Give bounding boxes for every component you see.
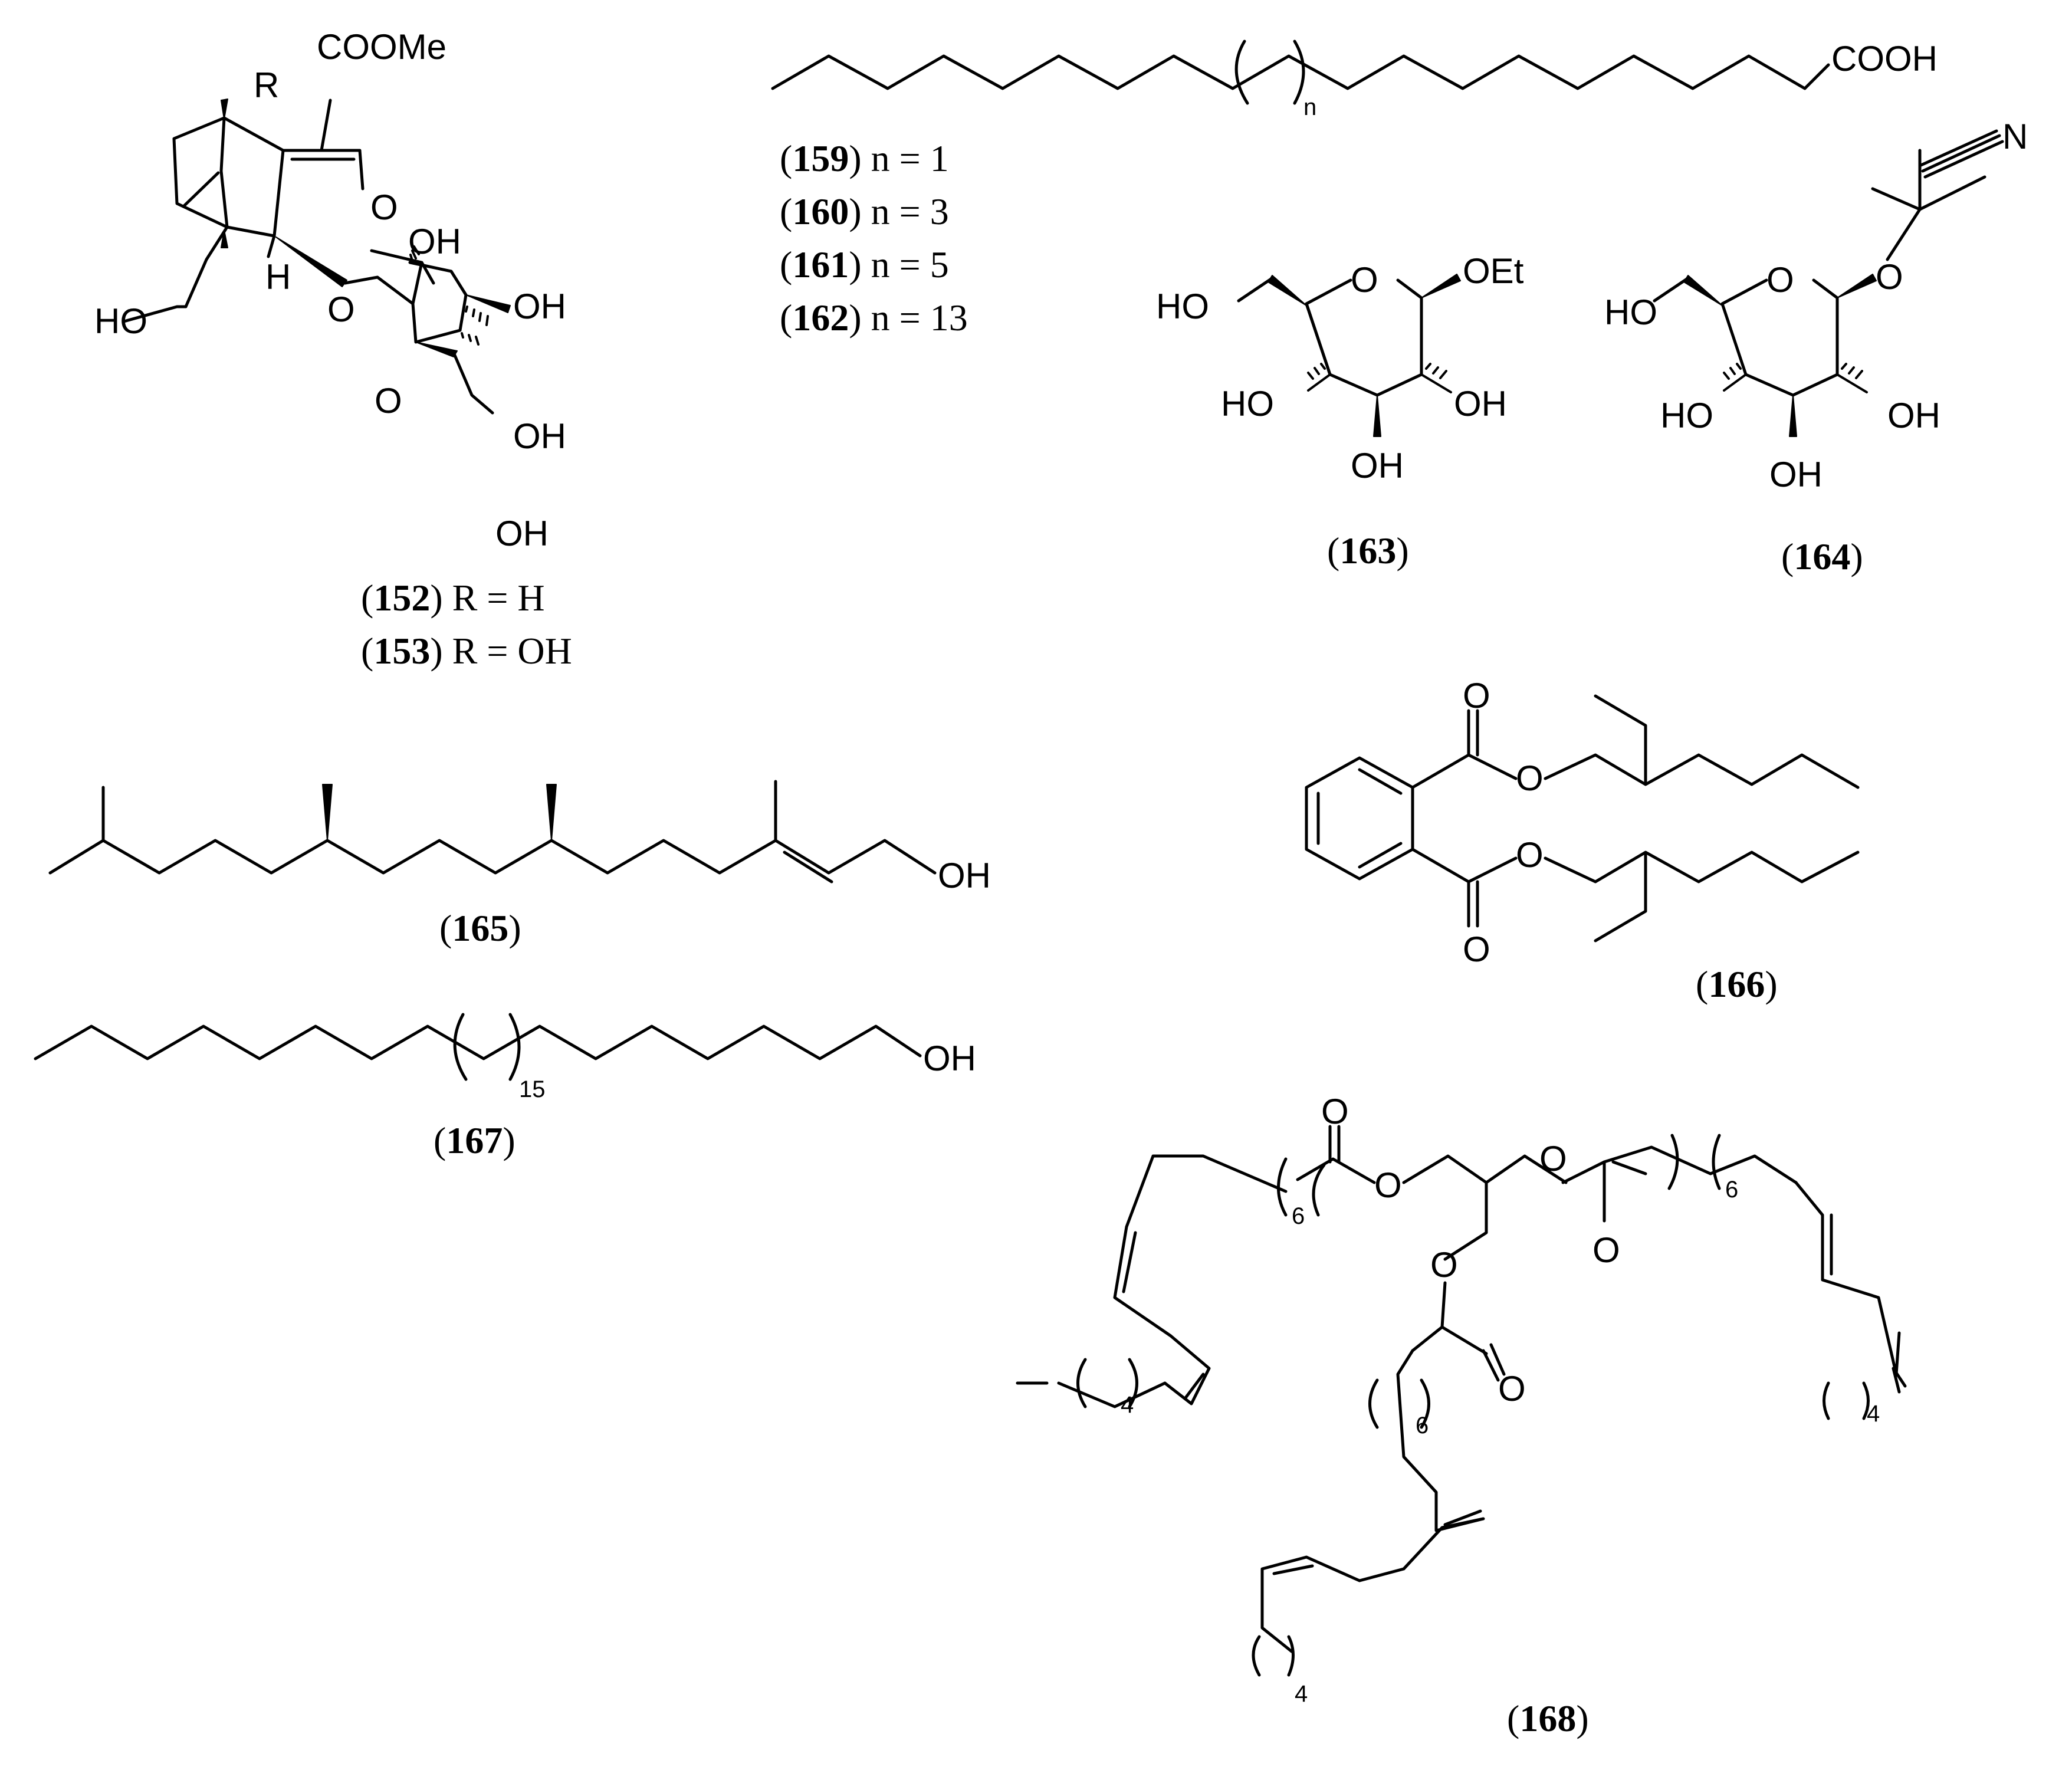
atom-h: H [265, 257, 291, 297]
wedge-163-anomeric [1421, 274, 1461, 298]
atom-coome: COOMe [317, 27, 446, 67]
wedge-glc-ch2oh [415, 341, 458, 357]
label-160: (160) n = 3 [780, 191, 949, 232]
atom-ho: HO [94, 301, 147, 341]
wedge-164-c6 [1683, 275, 1723, 306]
atom-164-ho: HO [1604, 293, 1657, 332]
compound-152-153: COOMe R O H O OH OH OH O OH HO (152) R =… [94, 27, 572, 672]
compound-168: O O O O O O 6 6 6 4 4 4 (168) [1016, 1092, 1907, 1739]
atom-r: R [254, 65, 279, 105]
subscript-15: 15 [519, 1076, 546, 1102]
atom-166-o-ester-1: O [1516, 758, 1544, 798]
atom-166-o-bottom: O [1463, 930, 1490, 969]
compound-166: O O O O (166) [1305, 676, 1860, 1005]
atom-oh-2: OH [408, 222, 461, 261]
atom-163-oet: OEt [1463, 251, 1524, 291]
compound-159-162: n COOH (159) n = 1 (160) n = 3 (161) n =… [771, 39, 1938, 339]
atom-164-o: O [1766, 260, 1794, 300]
subscript-n: n [1303, 94, 1316, 120]
subscript-168-6b: 6 [1725, 1177, 1738, 1203]
wedge-163-c6 [1268, 275, 1307, 306]
atom-165-oh: OH [938, 856, 991, 895]
wedge-c5-r [221, 98, 228, 120]
label-153: (153) R = OH [361, 630, 572, 672]
atom-164-ho-2: HO [1660, 396, 1713, 435]
label-166: (166) [1696, 963, 1778, 1005]
atom-164-n: N [2002, 117, 2028, 156]
wedge-164-c3 [1789, 395, 1797, 437]
atom-163-oh-2: OH [1351, 446, 1404, 485]
atom-o-glc: O [375, 381, 402, 421]
label-168: (168) [1507, 1697, 1589, 1739]
subscript-168-4a: 4 [1121, 1392, 1134, 1418]
atom-cooh: COOH [1831, 39, 1938, 78]
atom-oh-6: OH [495, 514, 549, 553]
label-161: (161) n = 5 [780, 244, 949, 285]
atom-168-o-2: O [1374, 1165, 1402, 1205]
atom-164-oh: OH [1887, 396, 1940, 435]
wedge-c9-h [221, 229, 228, 248]
wedge-glc-4oh [465, 294, 511, 313]
compound-165: OH (165) [48, 780, 991, 949]
atom-164-oh-2: OH [1769, 455, 1823, 494]
subscript-168-6c: 6 [1416, 1413, 1429, 1439]
compound-163: O OEt HO HO OH OH (163) [1156, 251, 1524, 572]
wedge-165-c11 [546, 784, 557, 841]
atom-168-o-4: O [1592, 1230, 1620, 1270]
atom-166-o-top: O [1463, 676, 1490, 715]
atom-164-o-aglycone: O [1876, 257, 1903, 297]
compound-167: 15 OH (167) [34, 1013, 976, 1161]
label-162: (162) n = 13 [780, 297, 968, 339]
label-163: (163) [1327, 530, 1409, 572]
wedge-165-c7 [322, 784, 333, 841]
subscript-168-4c: 4 [1295, 1681, 1308, 1707]
atom-o-ring: O [370, 188, 398, 227]
compound-164: N O O HO HO OH OH (164) [1604, 117, 2028, 577]
atom-163-ho-2: HO [1221, 384, 1274, 423]
atom-168-o-5: O [1430, 1245, 1458, 1285]
label-165: (165) [439, 907, 521, 949]
subscript-168-6a: 6 [1292, 1203, 1305, 1229]
atom-oh-4: OH [513, 416, 566, 456]
atom-oh-3: OH [513, 287, 566, 326]
label-159: (159) n = 1 [780, 137, 949, 179]
atom-166-o-ester-2: O [1516, 835, 1544, 875]
atom-168-o-6: O [1498, 1369, 1526, 1408]
label-152: (152) R = H [361, 577, 545, 619]
atom-163-oh: OH [1454, 384, 1507, 423]
atom-o-glyco: O [327, 290, 355, 329]
wedge-163-c3 [1373, 395, 1381, 437]
label-167: (167) [434, 1119, 515, 1161]
atom-163-o: O [1351, 260, 1378, 300]
label-164: (164) [1781, 536, 1863, 577]
wedge-164-anomeric [1837, 274, 1877, 298]
atom-168-o-3: O [1539, 1139, 1567, 1178]
atom-168-o-1: O [1321, 1092, 1349, 1131]
atom-163-ho: HO [1156, 287, 1209, 326]
atom-167-oh: OH [923, 1039, 976, 1078]
subscript-168-4b: 4 [1867, 1401, 1880, 1427]
